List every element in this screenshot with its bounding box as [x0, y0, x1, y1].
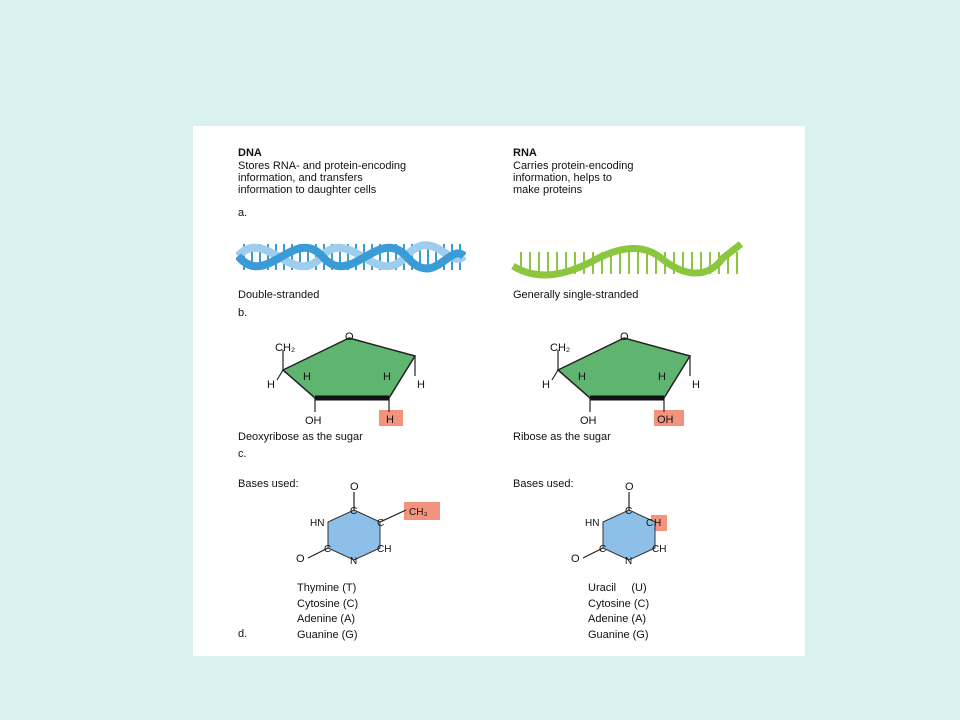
dna-description-line-3: information to daughter cells [238, 184, 377, 196]
deoxyribose-ch2-label: CH₂ [275, 342, 295, 354]
rna-strand-label: Generally single-stranded [513, 289, 639, 301]
rna-base-1: Uracil (U) [588, 582, 647, 594]
deoxyribose-structure: CH₂ O H H H H OH H [267, 331, 425, 427]
uracil-c-left: C [599, 544, 606, 555]
dna-description-line-2: information, and transfers [238, 172, 363, 184]
diagram-panel: DNA Stores RNA- and protein-encoding inf… [193, 126, 805, 656]
ribose-o-label: O [620, 331, 629, 343]
thymine-n: N [350, 556, 357, 567]
dna-base-4: Guanine (G) [297, 628, 358, 641]
rna-sugar-label: Ribose as the sugar [513, 431, 611, 443]
rna-description-line-3: make proteins [513, 184, 583, 196]
rna-base-2: Cytosine (C) [588, 597, 650, 610]
uracil-o-left: O [571, 553, 580, 565]
ribose-h-c2: H [658, 371, 666, 383]
rna-single-helix [511, 241, 743, 279]
ribose-h-c4: H [578, 371, 586, 383]
deoxyribose-o-label: O [345, 331, 354, 343]
uracil-structure: O C HN C H C CH N O [571, 481, 667, 567]
panel-letter-a: a. [238, 207, 248, 219]
thymine-ring [327, 509, 381, 561]
dna-base-1: Thymine (T) [297, 582, 357, 594]
rna-bases-list: Uracil (U) Cytosine (C) Adenine (A) Guan… [588, 581, 649, 643]
panel-letter-d: d. [238, 628, 248, 640]
deoxyribose-h-c4: H [303, 371, 311, 383]
uracil-ch: CH [652, 544, 666, 555]
ribose-ch2-label: CH₂ [550, 342, 570, 354]
thymine-methyl-highlight [404, 502, 440, 520]
thymine-c-top: C [350, 506, 357, 517]
rna-strand [511, 241, 743, 279]
dna-description-line-1: Stores RNA- and protein-encoding [238, 160, 407, 172]
ribose-structure: CH₂ O H H H H OH OH [542, 331, 700, 427]
thymine-o-top: O [350, 481, 359, 493]
thymine-c-right: C [377, 518, 384, 529]
uracil-ring [602, 509, 656, 561]
deoxyribose-h-left: H [267, 379, 275, 391]
uracil-c-right: C [646, 518, 653, 529]
dna-base-3: Adenine (A) [297, 613, 356, 625]
dna-bases-list: Thymine (T) Cytosine (C) Adenine (A) Gua… [297, 581, 358, 643]
uracil-n: N [625, 556, 632, 567]
dna-bases-label: Bases used: [238, 478, 299, 490]
thymine-o-left: O [296, 553, 305, 565]
uracil-hn: HN [585, 518, 599, 529]
ribose-highlight-oh [654, 410, 684, 426]
ribose-oh-label: OH [580, 415, 597, 427]
ribose-h-left: H [542, 379, 550, 391]
deoxyribose-highlight-h [379, 410, 403, 426]
dna-base-2: Cytosine (C) [297, 597, 359, 610]
panel-letter-b: b. [238, 307, 248, 319]
ribose-h-right: H [692, 379, 700, 391]
uracil-c-top: C [625, 506, 632, 517]
thymine-structure: O C HN C C CH N O CH₃ [296, 481, 440, 567]
ribose-ring [556, 337, 692, 399]
deoxyribose-ring [281, 337, 417, 399]
uracil-highlight-h: H [654, 518, 661, 529]
rna-description-line-1: Carries protein-encoding [513, 160, 634, 172]
uracil-o-top: O [625, 481, 634, 493]
dna-strand-label: Double-stranded [238, 289, 320, 301]
thymine-hn: HN [310, 518, 324, 529]
rna-description-line-2: information, helps to [513, 172, 613, 184]
ribose-highlight-label: OH [657, 414, 674, 426]
deoxyribose-highlight-label: H [386, 414, 394, 426]
dna-strand-dark [236, 243, 466, 273]
dna-heading: DNA [238, 147, 262, 159]
rna-heading: RNA [513, 147, 537, 159]
thymine-ch: CH [377, 544, 391, 555]
dna-double-helix [236, 241, 466, 273]
dna-sugar-label: Deoxyribose as the sugar [238, 431, 363, 443]
deoxyribose-h-right: H [417, 379, 425, 391]
rna-base-4: Guanine (G) [588, 628, 649, 641]
rna-base-stubs [520, 252, 738, 274]
rna-bases-label: Bases used: [513, 478, 574, 490]
thymine-c-left: C [324, 544, 331, 555]
deoxyribose-oh-label: OH [305, 415, 322, 427]
panel-letter-c: c. [238, 448, 247, 460]
deoxyribose-h-c2: H [383, 371, 391, 383]
thymine-methyl-label: CH₃ [409, 507, 428, 518]
rna-base-3: Adenine (A) [588, 613, 647, 625]
